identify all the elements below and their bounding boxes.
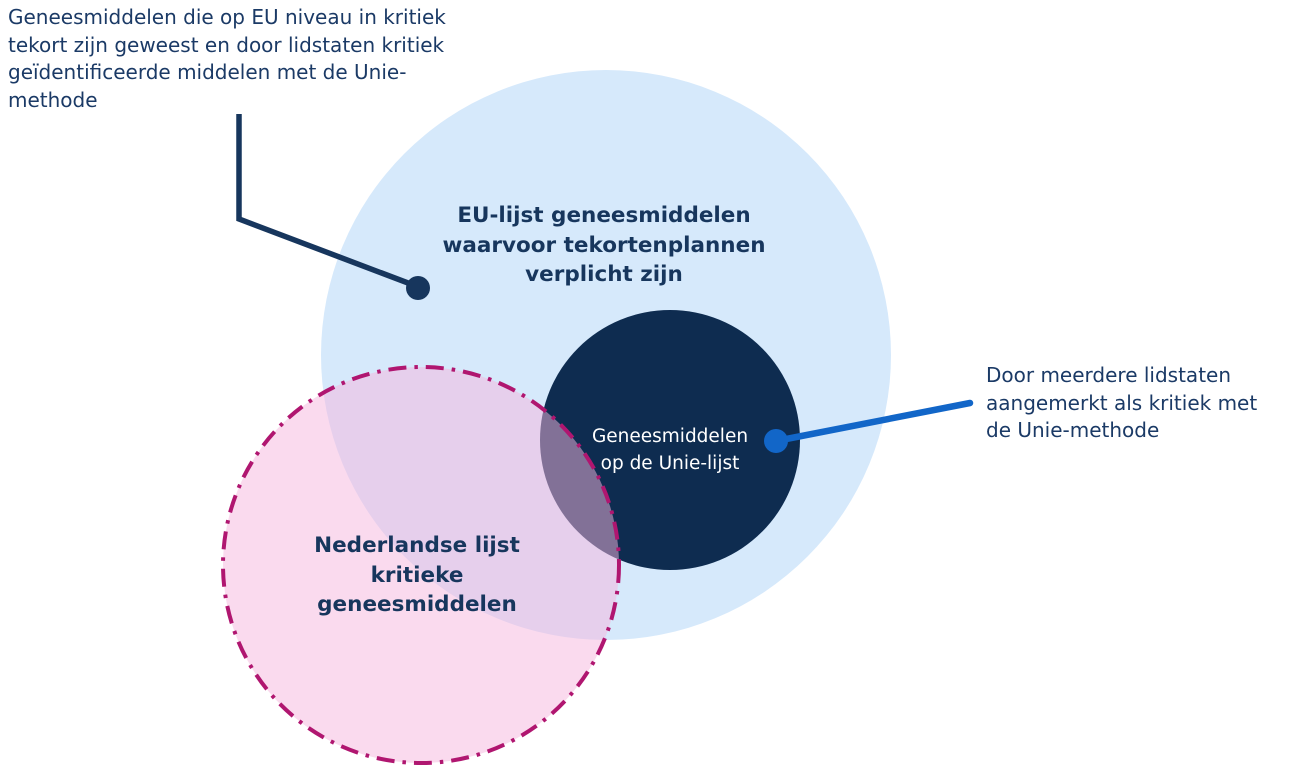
left-annotation: Geneesmiddelen die op EU niveau in kriti… <box>8 4 508 114</box>
nl-circle-label-line-2: kritieke <box>370 562 464 588</box>
right-annotation-line-2: aangemerkt als kritiek met <box>986 390 1258 415</box>
eu-circle-title-line-2: waarvoor tekortenplannen <box>442 232 766 258</box>
left-annotation-line-4: methode <box>8 87 98 112</box>
union-circle-label: Geneesmiddelen op de Unie-lijst <box>570 424 770 477</box>
nl-circle-label-line-3: geneesmiddelen <box>317 592 517 617</box>
eu-circle-title-line-1: EU-lijst geneesmiddelen <box>457 203 751 228</box>
union-circle-label-line-1: Geneesmiddelen <box>591 426 749 447</box>
nl-circle-label-line-1: Nederlandse lijst <box>314 533 520 558</box>
eu-circle-title-line-3: verplicht zijn <box>525 262 683 287</box>
nl-circle-label: Nederlandse lijst kritieke geneesmiddele… <box>267 531 567 620</box>
union-circle-label-line-2: op de Unie-lijst <box>600 452 740 474</box>
right-annotation: Door meerdere lidstaten aangemerkt als k… <box>986 362 1286 445</box>
left-annotation-line-1: Geneesmiddelen die op EU niveau in kriti… <box>8 5 446 29</box>
left-annotation-line-3: geïdentificeerde middelen met de Unie- <box>8 60 407 84</box>
left-annotation-line-2: tekort zijn geweest en door lidstaten kr… <box>8 32 445 57</box>
eu-circle-title: EU-lijst geneesmiddelen waarvoor tekorte… <box>424 201 784 290</box>
right-annotation-line-1: Door meerdere lidstaten <box>986 363 1232 387</box>
right-annotation-line-3: de Unie-methode <box>986 418 1160 442</box>
